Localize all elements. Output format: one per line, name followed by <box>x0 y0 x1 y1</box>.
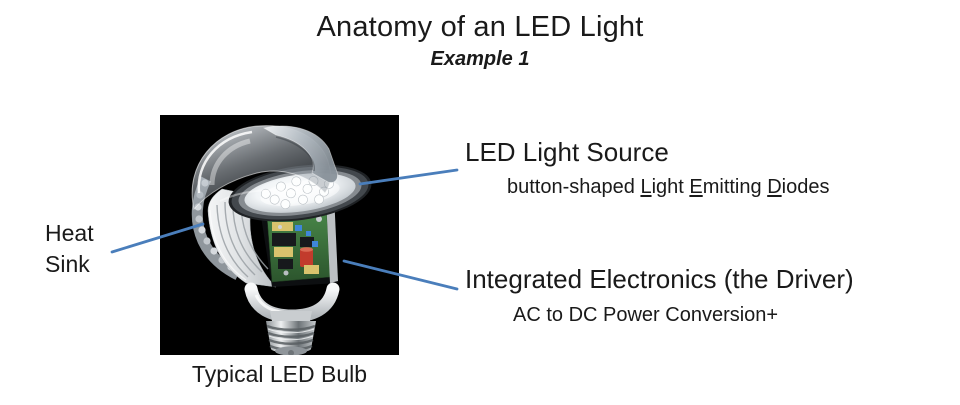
electronics-sublabel: AC to DC Power Conversion+ <box>513 303 779 326</box>
bulb-image <box>160 115 399 355</box>
led-source-sublabel: button-shaped Light Emitting Diodes <box>507 176 829 199</box>
text-segment: mitting <box>702 175 768 198</box>
screw-base <box>266 311 316 355</box>
led-bulb-cutaway-illustration <box>191 125 372 355</box>
heat-sink-label: Heat Sink <box>45 218 94 280</box>
text-segment: ight <box>651 175 690 198</box>
text-segment: D <box>767 175 782 198</box>
page-subtitle: Example 1 <box>430 48 530 70</box>
heat-sink-label-line1: Heat <box>45 220 94 246</box>
heat-sink-label-line2: Sink <box>45 251 90 277</box>
electronics-annotation: Integrated Electronics (the Driver) AC t… <box>465 264 854 327</box>
text-segment: button-shaped <box>507 175 641 198</box>
glass-dome <box>191 125 338 211</box>
text-segment: L <box>640 175 652 198</box>
text-segment: iodes <box>781 175 830 198</box>
led-source-label: LED Light Source <box>465 137 669 167</box>
led-source-annotation: LED Light Source button-shaped Light Emi… <box>465 137 829 199</box>
page-title: Anatomy of an LED Light <box>316 11 644 43</box>
bulb-caption: Typical LED Bulb <box>191 361 368 387</box>
text-segment: E <box>689 175 703 198</box>
electronics-label: Integrated Electronics (the Driver) <box>465 264 854 294</box>
